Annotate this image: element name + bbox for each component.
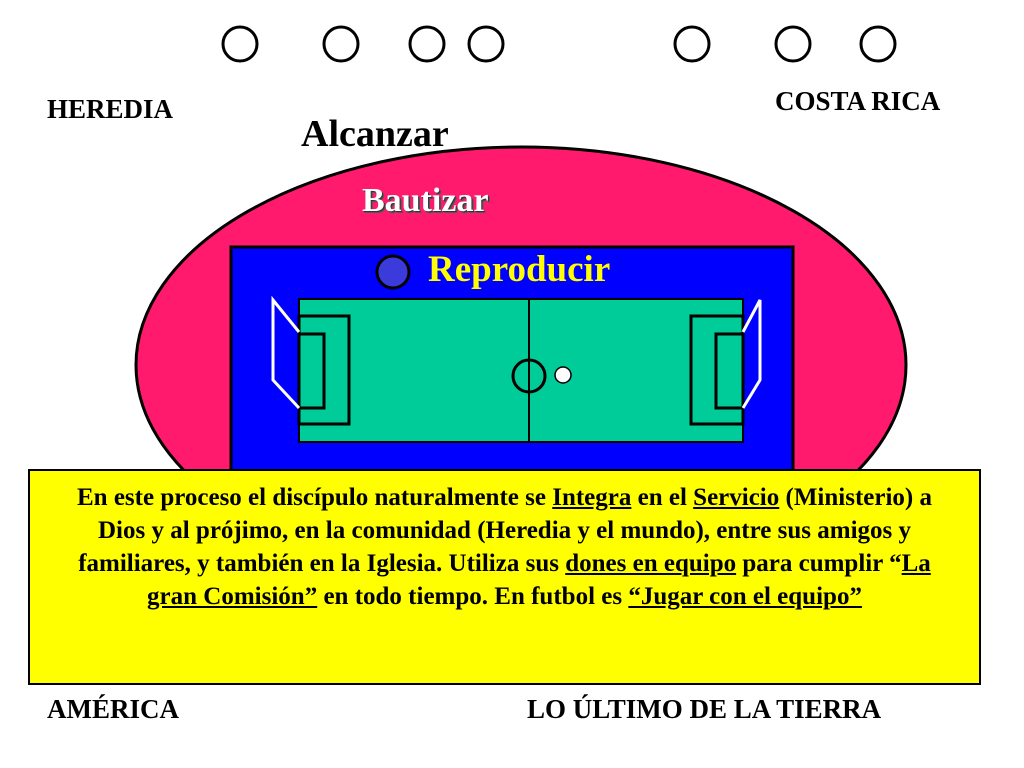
label-reproducir: Reproducir [428,249,611,290]
player-circle [673,25,711,63]
player-circle [375,254,411,290]
description-underlined: La gran Comisión” [147,550,931,610]
label-alcanzar: Alcanzar [301,113,449,155]
player-circle [221,25,259,63]
description-text: en el [631,484,694,511]
description-underlined: Integra [552,484,632,511]
description-text: En este proceso el discípulo naturalment… [77,484,553,511]
soccer-field [271,295,762,443]
player-circle [408,25,446,63]
label-america: AMÉRICA [47,694,179,724]
description-underlined: Servicio [693,484,780,511]
label-costa-rica: COSTA RICA [775,86,941,116]
description-text: para cumplir “ [736,550,902,577]
description-underlined: “Jugar con el equipo” [628,583,862,610]
description-text: en todo tiempo. En futbol es [317,583,629,610]
player-circle [467,25,505,63]
description-text: (Ministerio) a Dios y al prójimo, en la … [78,484,932,577]
player-circle [322,25,360,63]
description-underlined: dones en equipo [565,550,737,577]
player-circle [774,25,812,63]
label-bautizar: Bautizar [362,182,489,219]
description-textbox: En este proceso el discípulo naturalment… [28,469,981,685]
player-circle [859,25,897,63]
label-lo-ultimo-de-la-tierra: LO ÚLTIMO DE LA TIERRA [527,694,882,724]
label-heredia: HEREDIA [47,94,174,124]
soccer-ball [554,366,572,384]
